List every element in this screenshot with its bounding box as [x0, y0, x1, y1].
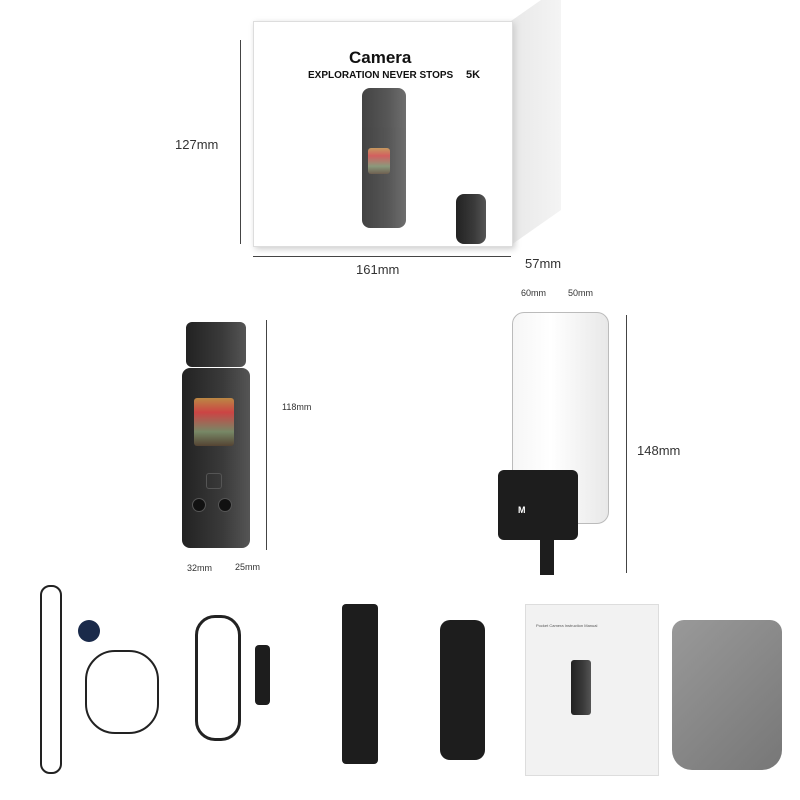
box-title: Camera — [349, 48, 412, 67]
storage-pouch — [672, 620, 782, 770]
tripod-adapter — [255, 645, 270, 705]
dim-line — [240, 40, 241, 244]
pocket-camera — [182, 368, 250, 548]
lanyard — [40, 585, 62, 774]
product-box: Camera EXPLORATION NEVER STOPS 5K — [253, 21, 513, 247]
case-depth-label: 50mm — [568, 288, 594, 298]
dim-line — [266, 320, 267, 550]
manual-title: Pocket Camera Instruction Manual — [536, 623, 598, 628]
box-depth-label: 57mm — [525, 256, 562, 271]
case-height-label: 148mm — [637, 443, 681, 458]
box-side — [511, 0, 561, 245]
camera-gimbal — [186, 322, 246, 367]
box-camera-small-image — [456, 194, 486, 244]
case-mount — [540, 540, 554, 575]
box-resolution: 5K — [466, 69, 481, 81]
case-width-label: 60mm — [521, 288, 547, 298]
dim-line — [626, 315, 627, 573]
case-base: M — [498, 470, 578, 540]
microphone-cable — [85, 650, 159, 734]
camera-height-label: 118mm — [282, 402, 312, 412]
box-height-label: 127mm — [175, 137, 219, 152]
camera-screen — [194, 398, 234, 446]
usb-cable — [195, 615, 241, 741]
case-mode-button: M — [518, 505, 526, 515]
backpack-clip — [440, 620, 485, 760]
instruction-manual: Pocket Camera Instruction Manual — [525, 604, 659, 776]
velcro-strap — [342, 604, 378, 764]
box-tagline: EXPLORATION NEVER STOPS — [308, 70, 454, 81]
box-camera-image — [362, 88, 406, 228]
box-width-label: 161mm — [356, 262, 400, 277]
dim-line — [253, 256, 511, 257]
lavalier-microphone — [78, 620, 100, 642]
camera-width-label: 32mm — [187, 563, 213, 573]
camera-depth-label: 25mm — [235, 562, 261, 572]
